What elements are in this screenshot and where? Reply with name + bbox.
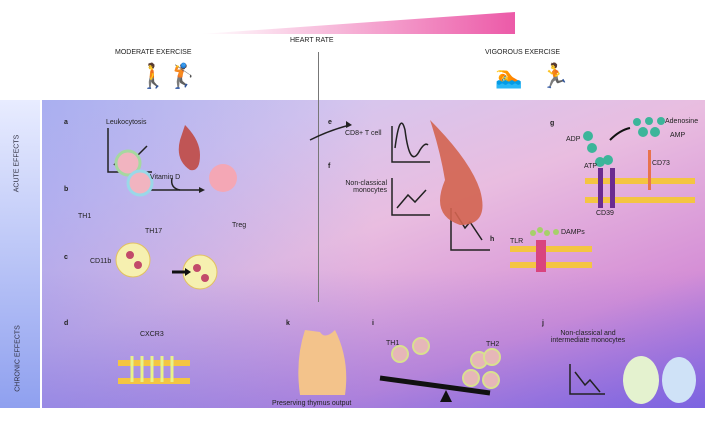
vitamin-d-label: Vitamin D	[150, 174, 181, 181]
adp-label: ADP	[566, 136, 581, 143]
heart-rate-wedge	[200, 12, 515, 34]
divider	[318, 52, 319, 302]
golf-icon: 🏌	[168, 63, 198, 90]
cd73-label: CD73	[652, 160, 670, 167]
panel-letter-k: k	[286, 320, 290, 327]
treg-label: Treg	[232, 222, 247, 229]
panel-letter-e: e	[328, 119, 332, 126]
panel-letter-j: j	[542, 320, 544, 327]
monocytes-chronic-label: Non-classical and intermediate monocytes	[550, 330, 626, 344]
running-icon: 🏃	[540, 63, 570, 90]
cd39-label: CD39	[596, 210, 614, 217]
swimming-icon: 🏊	[495, 64, 523, 89]
cd8-label: CD8+ T cell	[345, 130, 382, 137]
panel-letter-g: g	[550, 120, 555, 127]
panel-letter-f: f	[328, 163, 331, 170]
panel-letter-h: h	[490, 236, 495, 243]
th2-label: TH2	[486, 341, 500, 348]
damps-label: DAMPs	[561, 229, 585, 236]
vigorous-exercise-label: VIGOROUS EXERCISE	[485, 49, 561, 56]
cxcr3-label: CXCR3	[140, 331, 164, 338]
thymus-caption: Preserving thymus output	[272, 400, 352, 407]
th1-label: TH1	[78, 213, 92, 220]
panel-letter-a: a	[64, 119, 68, 126]
walking-icon: 🚶	[138, 63, 168, 90]
amp-label: AMP	[670, 132, 686, 139]
leukocytosis-label: Leukocytosis	[106, 119, 147, 126]
th1-chronic-label: TH1	[386, 340, 400, 347]
nonclassical-label: Non-classical monocytes	[345, 180, 387, 194]
heart-rate-label: HEART RATE	[290, 37, 334, 44]
adenosine-label: Adenosine	[665, 118, 699, 125]
tlr-label: TLR	[510, 238, 524, 245]
cd11b-label: CD11b	[90, 258, 112, 265]
panel-letter-i: i	[372, 320, 374, 327]
atp-label: ATP	[584, 163, 598, 170]
panel-letter-b: b	[64, 186, 69, 193]
panel-letter-d: d	[64, 320, 69, 327]
th17-label: TH17	[145, 228, 163, 235]
panel-letter-c: c	[64, 254, 68, 261]
moderate-exercise-label: MODERATE EXERCISE	[115, 49, 192, 56]
side-band	[0, 100, 40, 408]
